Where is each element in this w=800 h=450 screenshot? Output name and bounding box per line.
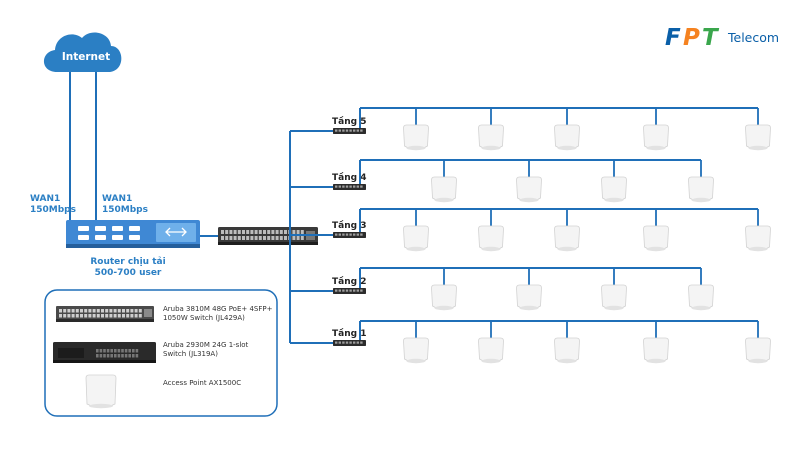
legend-access-point-icon — [85, 374, 117, 409]
floor-switch-icon — [333, 128, 366, 134]
access-point-icon — [554, 337, 580, 364]
access-point-icon — [554, 124, 580, 151]
logo-letter-f: F — [665, 25, 681, 51]
fpt-telecom-logo: F P T Telecom — [665, 25, 779, 51]
access-point-icon — [688, 176, 714, 203]
legend-box — [44, 289, 278, 417]
router-caption-line1: Router chịu tải — [90, 256, 165, 267]
floor-3: Tầng 3 — [290, 208, 771, 252]
floor-label: Tầng 2 — [332, 276, 366, 287]
access-point-icon — [403, 225, 429, 252]
internet-cloud-icon: Internet — [43, 32, 122, 72]
access-point-icon — [431, 176, 457, 203]
floor-2: Tầng 2 — [290, 267, 714, 311]
access-point-icon — [745, 225, 771, 252]
access-point-icon — [516, 176, 542, 203]
access-point-icon — [403, 124, 429, 151]
legend-switch-48g-line2: 1050W Switch (JL429A) — [163, 314, 245, 322]
wan-2-speed: 150Mbps — [102, 205, 148, 215]
legend-switch-24g-line1: Aruba 2930M 24G 1-slot — [163, 341, 249, 349]
access-point-icon — [643, 225, 669, 252]
access-point-icon — [403, 337, 429, 364]
access-point-icon — [601, 176, 627, 203]
router-icon — [66, 220, 200, 248]
logo-letter-t: T — [702, 25, 720, 51]
floor-label: Tầng 1 — [332, 328, 366, 339]
access-point-icon — [478, 225, 504, 252]
router-caption-line2: 500-700 user — [95, 268, 162, 278]
floor-5: Tầng 5 — [290, 107, 771, 151]
floor-switch-icon — [333, 340, 366, 346]
floor-1: Tầng 1 — [290, 320, 771, 364]
floor-switch-icon — [333, 184, 366, 190]
access-point-icon — [745, 124, 771, 151]
access-point-icon — [601, 284, 627, 311]
access-point-icon — [478, 337, 504, 364]
access-point-icon — [643, 124, 669, 151]
legend-access-point-label: Access Point AX1500C — [163, 379, 241, 387]
access-point-icon — [431, 284, 457, 311]
floor-switch-icon — [333, 288, 366, 294]
access-point-icon — [643, 337, 669, 364]
internet-label: Internet — [62, 51, 110, 63]
floor-label: Tầng 3 — [332, 220, 366, 231]
access-point-icon — [688, 284, 714, 311]
access-point-icon — [478, 124, 504, 151]
floor-4: Tầng 4 — [290, 159, 714, 203]
access-point-icon — [745, 337, 771, 364]
floor-label: Tầng 4 — [332, 172, 366, 183]
logo-letter-p: P — [683, 25, 700, 51]
wan-1-name: WAN1 — [30, 194, 60, 204]
access-point-icon — [516, 284, 542, 311]
legend-switch-48g-line1: Aruba 3810M 48G PoE+ 4SFP+ — [163, 305, 273, 313]
legend-switch-48g-icon — [56, 306, 154, 322]
logo-brand-text: Telecom — [727, 30, 779, 45]
legend-switch-24g-line2: Switch (JL319A) — [163, 350, 218, 358]
access-point-icon — [85, 374, 117, 409]
wan-1-speed: 150Mbps — [30, 205, 76, 215]
floor-switch-icon — [333, 232, 366, 238]
wan-2-name: WAN1 — [102, 194, 132, 204]
legend-switch-24g-icon — [53, 342, 156, 363]
floor-label: Tầng 5 — [332, 116, 366, 127]
access-point-icon — [554, 225, 580, 252]
